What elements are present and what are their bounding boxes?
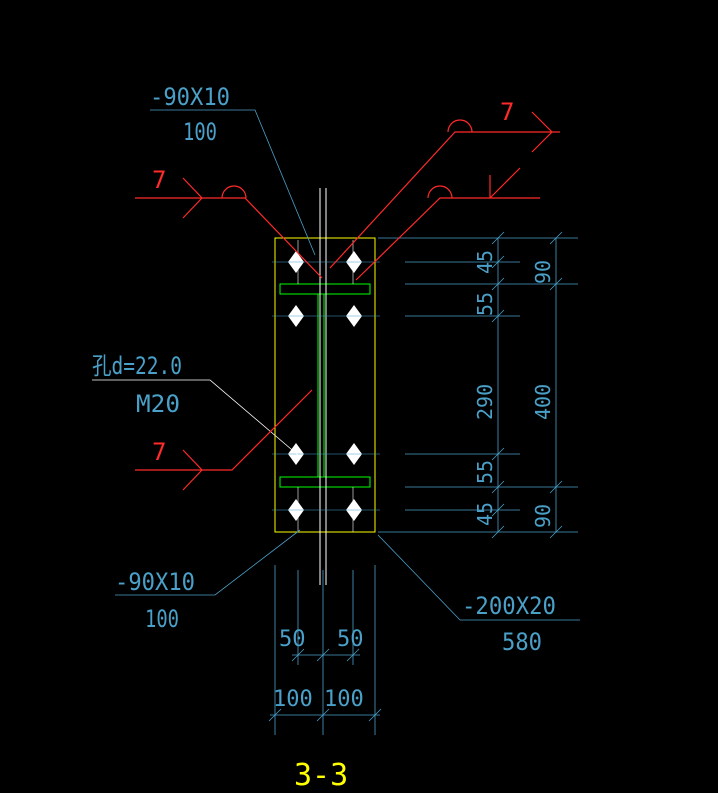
leader-lines [115, 109, 580, 621]
plate-bottom-left-length: 100 [145, 605, 179, 633]
plate-top-left-length: 100 [183, 118, 217, 146]
dim-50-left: 50 [279, 627, 306, 652]
centerlines [297, 188, 354, 585]
upper-flange-plate [279, 283, 371, 295]
dim-290: 290 [473, 384, 497, 420]
bottom-dimension-lines [268, 565, 382, 735]
right-dimension-lines [378, 231, 578, 539]
dim-90-top: 90 [531, 260, 555, 284]
plate-main-length: 580 [502, 628, 542, 656]
dim-55-bottom: 55 [473, 460, 497, 484]
weld-size-right-top: 7 [500, 98, 514, 126]
dim-90-bottom: 90 [531, 504, 555, 528]
hole-spec: 孔d=22.0 [92, 352, 182, 380]
dim-45-bottom: 45 [473, 502, 497, 526]
hole-leader-line [92, 379, 299, 456]
dim-55-top: 55 [473, 292, 497, 316]
bolt-hole-crosshairs [272, 261, 380, 511]
lower-flange-plate [279, 476, 371, 488]
weld-size-left-mid: 7 [152, 438, 166, 466]
section-title: 3-3 [294, 758, 348, 793]
weld-symbols [135, 111, 560, 491]
weld-size-left-top: 7 [152, 166, 166, 194]
main-plate-outline [274, 237, 376, 533]
plate-top-left-size: -90X10 [150, 83, 230, 111]
dim-400: 400 [531, 384, 555, 420]
dim-100-left: 100 [273, 687, 313, 712]
bolt-spec: M20 [136, 390, 180, 418]
plate-bottom-left-size: -90X10 [115, 568, 195, 596]
bolt-holes [288, 251, 362, 521]
dim-100-right: 100 [324, 687, 364, 712]
dim-45-top: 45 [473, 250, 497, 274]
stiffener-plates [279, 283, 371, 488]
plate-main-size: -200X20 [462, 592, 556, 620]
web-plate [317, 293, 325, 478]
dim-50-right: 50 [337, 627, 364, 652]
